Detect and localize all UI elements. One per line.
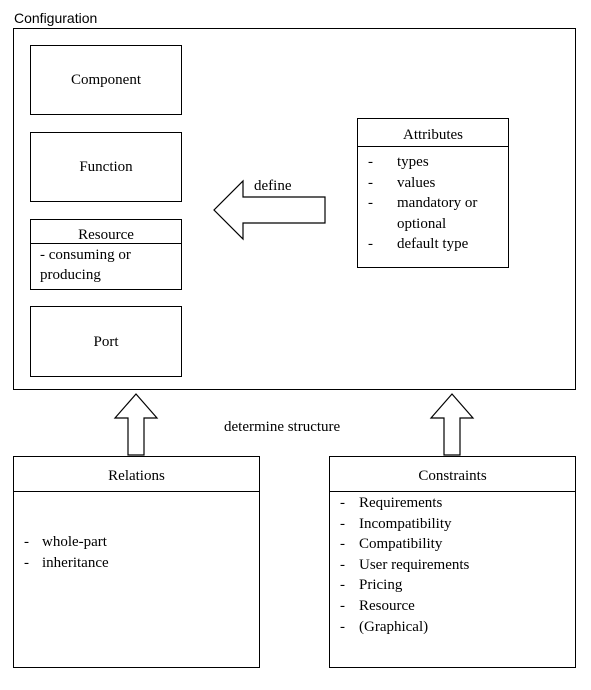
attributes-header: Attributes [358, 119, 508, 147]
constraint-item: Pricing [330, 575, 575, 596]
relation-item: whole-part [14, 532, 259, 553]
port-box: Port [30, 306, 182, 377]
resource-header: Resource [31, 220, 181, 244]
constraint-item: (Graphical) [330, 617, 575, 638]
attributes-box: Attributes types values mandatory or opt… [357, 118, 509, 268]
constraint-item: Requirements [330, 493, 575, 514]
define-arrow [213, 179, 326, 241]
determine-structure-label: determine structure [224, 419, 341, 435]
constraints-box: Constraints Requirements Incompatibility… [329, 456, 576, 668]
configuration-title: Configuration [14, 10, 98, 26]
relations-list: whole-part inheritance [14, 492, 259, 573]
function-label: Function [79, 159, 133, 175]
function-box: Function [30, 132, 182, 202]
port-label: Port [93, 333, 119, 350]
constraint-item: Compatibility [330, 534, 575, 555]
relation-item: inheritance [14, 553, 259, 574]
component-label: Component [71, 72, 141, 88]
attribute-item: default type [358, 234, 508, 255]
attributes-list: types values mandatory or optional defau… [358, 147, 508, 255]
constraints-header: Constraints [330, 457, 575, 492]
relations-header: Relations [14, 457, 259, 492]
define-label: define [254, 178, 292, 194]
constraints-list: Requirements Incompatibility Compatibili… [330, 492, 575, 637]
constraints-title: Constraints [418, 468, 487, 484]
attribute-item: values [358, 173, 508, 194]
up-arrow-left [113, 393, 159, 456]
attribute-item: mandatory or optional [358, 193, 507, 234]
resource-detail: - consuming or producing [40, 247, 131, 283]
resource-label: Resource [78, 227, 134, 243]
component-box: Component [30, 45, 182, 115]
constraint-item: Incompatibility [330, 514, 575, 535]
attributes-title: Attributes [403, 127, 463, 143]
resource-box: Resource - consuming or producing [30, 219, 182, 290]
relations-title: Relations [108, 468, 165, 484]
constraint-item: User requirements [330, 555, 575, 576]
attribute-item: types [358, 152, 508, 173]
up-arrow-right [429, 393, 475, 456]
constraint-item: Resource [330, 596, 575, 617]
relations-box: Relations whole-part inheritance [13, 456, 260, 668]
